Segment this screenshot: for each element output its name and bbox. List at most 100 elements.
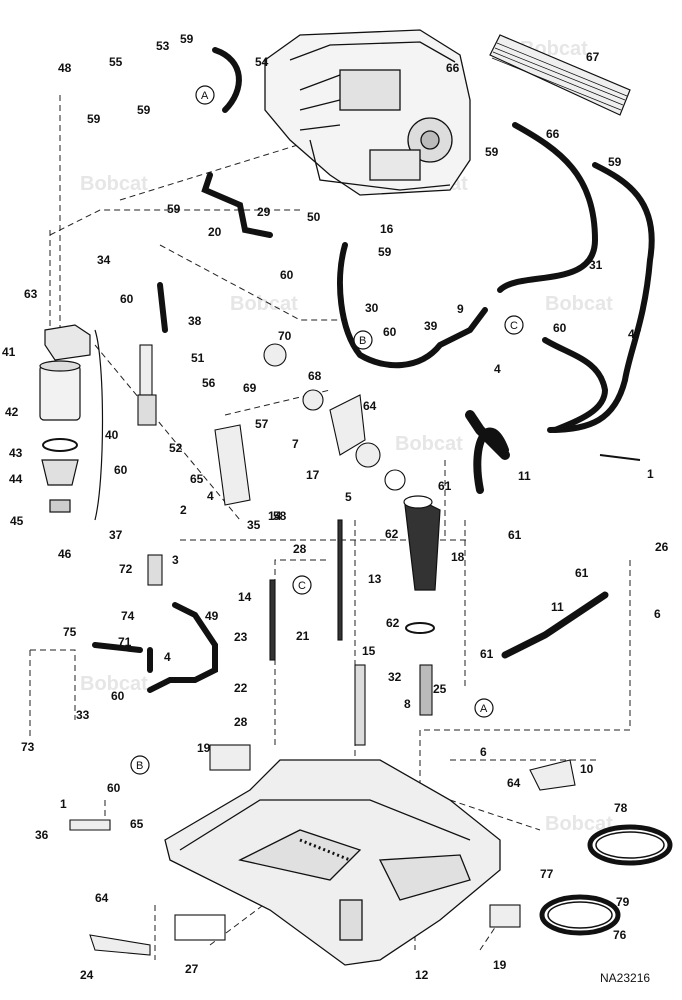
callout-39: 39 xyxy=(424,319,438,333)
callout-1: 1 xyxy=(647,467,654,481)
callout-64: 64 xyxy=(363,399,377,413)
small-parts xyxy=(69,343,641,956)
callout-38: 38 xyxy=(188,314,202,328)
callout-24: 24 xyxy=(80,968,94,982)
callout-35: 35 xyxy=(247,518,261,532)
callout-30: 30 xyxy=(365,301,379,315)
callout-78: 78 xyxy=(614,801,628,815)
reference-markers: A B C C A B xyxy=(130,85,524,775)
hoses xyxy=(92,47,655,693)
callout-63: 63 xyxy=(24,287,38,301)
callout-2: 2 xyxy=(180,503,187,517)
callout-65: 65 xyxy=(130,817,144,831)
callout-47: 47 xyxy=(628,327,642,341)
callout-19: 19 xyxy=(493,958,507,972)
callout-61: 61 xyxy=(480,647,494,661)
callout-labels: 1123444566789101111121314141516171819192… xyxy=(2,32,669,982)
callout-52: 52 xyxy=(169,441,183,455)
callout-73: 73 xyxy=(21,740,35,754)
callout-4: 4 xyxy=(164,650,171,664)
ref-letter-c: C xyxy=(298,580,306,592)
callout-76: 76 xyxy=(613,928,627,942)
callout-60: 60 xyxy=(114,463,128,477)
callout-49: 49 xyxy=(205,609,219,623)
callout-14: 14 xyxy=(268,509,282,523)
callout-62: 62 xyxy=(385,527,399,541)
callout-31: 31 xyxy=(589,258,603,272)
callout-70: 70 xyxy=(278,329,292,343)
ref-letter-b: B xyxy=(359,335,366,347)
callout-68: 68 xyxy=(308,369,322,383)
callout-77: 77 xyxy=(540,867,554,881)
ref-letter-a: A xyxy=(201,90,209,102)
callout-55: 55 xyxy=(109,55,123,69)
callout-13: 13 xyxy=(368,572,382,586)
callout-27: 27 xyxy=(185,962,199,976)
callout-15: 15 xyxy=(362,644,376,658)
callout-59: 59 xyxy=(167,202,181,216)
callout-53: 53 xyxy=(156,39,170,53)
watermark: Bobcat xyxy=(230,293,298,315)
callout-19: 19 xyxy=(197,741,211,755)
callout-41: 41 xyxy=(2,345,16,359)
callout-59: 59 xyxy=(137,103,151,117)
callout-59: 59 xyxy=(180,32,194,46)
callout-37: 37 xyxy=(109,528,123,542)
coiled-hoses xyxy=(539,824,673,936)
callout-64: 64 xyxy=(507,776,521,790)
callout-5: 5 xyxy=(345,490,352,504)
callout-59: 59 xyxy=(378,245,392,259)
callout-50: 50 xyxy=(307,210,321,224)
callout-3: 3 xyxy=(172,553,179,567)
callout-60: 60 xyxy=(280,268,294,282)
callout-60: 60 xyxy=(111,689,125,703)
callout-59: 59 xyxy=(87,112,101,126)
callout-54: 54 xyxy=(255,55,269,69)
watermark: Bobcat xyxy=(545,293,613,315)
callout-69: 69 xyxy=(243,381,257,395)
watermark: Bobcat xyxy=(80,673,148,695)
callout-28: 28 xyxy=(234,715,248,729)
callout-32: 32 xyxy=(388,670,402,684)
callout-66: 66 xyxy=(446,61,460,75)
callout-14: 14 xyxy=(238,590,252,604)
callout-29: 29 xyxy=(257,205,271,219)
callout-33: 33 xyxy=(76,708,90,722)
callout-43: 43 xyxy=(9,446,23,460)
callout-16: 16 xyxy=(380,222,394,236)
callout-51: 51 xyxy=(191,351,205,365)
callout-23: 23 xyxy=(234,630,248,644)
callout-59: 59 xyxy=(485,145,499,159)
ref-letter-a: A xyxy=(480,703,488,715)
callout-60: 60 xyxy=(383,325,397,339)
callout-64: 64 xyxy=(95,891,109,905)
callout-62: 62 xyxy=(386,616,400,630)
callout-45: 45 xyxy=(10,514,24,528)
callout-10: 10 xyxy=(580,762,594,776)
callout-40: 40 xyxy=(105,428,119,442)
callout-46: 46 xyxy=(58,547,72,561)
callout-20: 20 xyxy=(208,225,222,239)
callout-75: 75 xyxy=(63,625,77,639)
callout-71: 71 xyxy=(118,635,132,649)
callout-9: 9 xyxy=(457,302,464,316)
fuel-tank xyxy=(164,759,501,966)
callout-61: 61 xyxy=(575,566,589,580)
callout-6: 6 xyxy=(480,745,487,759)
callout-48: 48 xyxy=(58,61,72,75)
callout-26: 26 xyxy=(655,540,669,554)
callout-12: 12 xyxy=(415,968,429,982)
callout-65: 65 xyxy=(190,472,204,486)
callout-4: 4 xyxy=(494,362,501,376)
callout-59: 59 xyxy=(608,155,622,169)
callout-25: 25 xyxy=(433,682,447,696)
callout-72: 72 xyxy=(119,562,133,576)
callout-66: 66 xyxy=(546,127,560,141)
callout-60: 60 xyxy=(107,781,121,795)
callout-60: 60 xyxy=(120,292,134,306)
fuel-cooler xyxy=(489,34,631,116)
callout-61: 61 xyxy=(438,479,452,493)
drawing-number: NA23216 xyxy=(600,971,650,985)
callout-1: 1 xyxy=(60,797,67,811)
callout-42: 42 xyxy=(5,405,19,419)
